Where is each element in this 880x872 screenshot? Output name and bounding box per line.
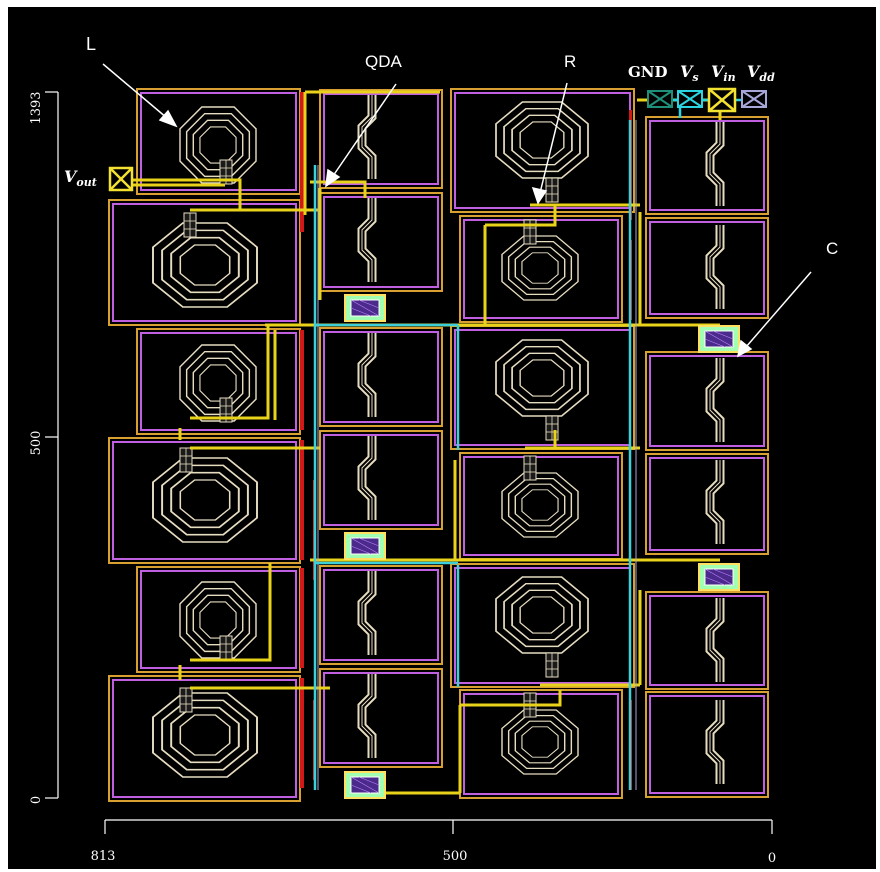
pin-label-vdd: Vdd	[747, 62, 775, 84]
pin-gnd	[647, 90, 673, 108]
pin-vs	[677, 90, 703, 108]
pin-label-vdd-sub: dd	[759, 71, 775, 84]
cyan-routing	[313, 98, 760, 790]
component-frames	[108, 88, 769, 802]
label-inductor: L	[86, 34, 96, 54]
pin-vdd	[741, 90, 767, 108]
inductor-box	[108, 675, 301, 802]
pin-label-vout: Vout	[64, 167, 97, 189]
resistor-box	[459, 452, 623, 560]
label-qda: QDA	[365, 52, 403, 71]
resistor-box	[450, 563, 635, 688]
qda-box	[319, 668, 443, 768]
pin-label-vs-main: V	[680, 62, 694, 81]
pin-label-vdd-main: V	[747, 62, 761, 81]
pin-label-vin-sub: in	[723, 71, 735, 84]
y-axis	[45, 91, 59, 799]
label-capacitor: C	[826, 239, 838, 258]
x-tick-mid: 500	[443, 849, 468, 864]
inductor-box	[108, 199, 301, 326]
pin-vin	[707, 87, 737, 113]
y-tick-bottom: 0	[29, 796, 44, 804]
qda-box	[319, 327, 443, 427]
pin-vout	[108, 166, 134, 192]
label-resistor: R	[564, 52, 576, 71]
y-tick-mid: 500	[29, 431, 44, 456]
pin-label-vs-sub: s	[692, 71, 698, 84]
resistor-box	[459, 689, 623, 799]
pin-label-vout-main: V	[64, 167, 78, 186]
pin-label-vin: Vin	[711, 62, 736, 84]
x-tick-left: 813	[91, 849, 116, 864]
inductor-box	[136, 566, 301, 673]
resistor-box	[459, 215, 623, 323]
x-tick-right: 0	[768, 851, 776, 866]
image-frame	[7, 6, 877, 870]
qda-box	[319, 565, 443, 665]
annotation-arrows	[102, 63, 812, 358]
capacitor-box	[645, 453, 769, 555]
pin-label-gnd: GND	[628, 63, 668, 81]
y-tick-top: 1393	[29, 91, 44, 124]
qda-box	[319, 430, 443, 530]
qda-box	[319, 192, 443, 292]
capacitor-box	[645, 591, 769, 690]
pin-label-vin-main: V	[711, 62, 725, 81]
pin-label-vs: Vs	[680, 62, 699, 84]
x-axis	[104, 819, 773, 834]
pin-label-vout-sub: out	[76, 176, 96, 189]
capacitor-box	[645, 691, 769, 798]
